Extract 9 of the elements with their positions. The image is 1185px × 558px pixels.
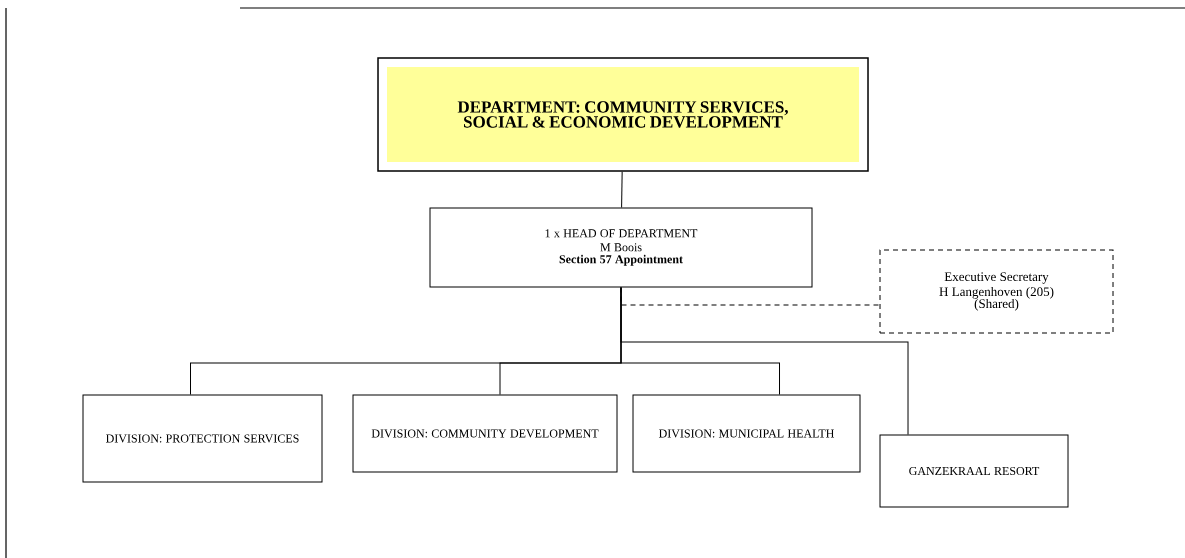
title-box: DEPARTMENT: COMMUNITY SERVICES, SOCIAL & ECONOMIC DEVELOPMENT	[377, 57, 869, 172]
org-box: Executive Secretary H Langenhoven (205) (Shared)	[879, 249, 1114, 334]
org-box: DIVISION: MUNICIPAL HEALTH	[632, 394, 861, 473]
org-box: DIVISION: PROTECTION SERVICES	[82, 394, 323, 483]
connector-line	[621, 171, 623, 208]
org-box: 1 x HEAD OF DEPARTMENT M Boois Section 57 Appointment	[429, 207, 813, 288]
connector-line	[620, 287, 909, 435]
org-box: GANZEKRAAL RESORT	[879, 434, 1069, 508]
org-box: DIVISION: COMMUNITY DEVELOPMENT	[352, 394, 618, 473]
